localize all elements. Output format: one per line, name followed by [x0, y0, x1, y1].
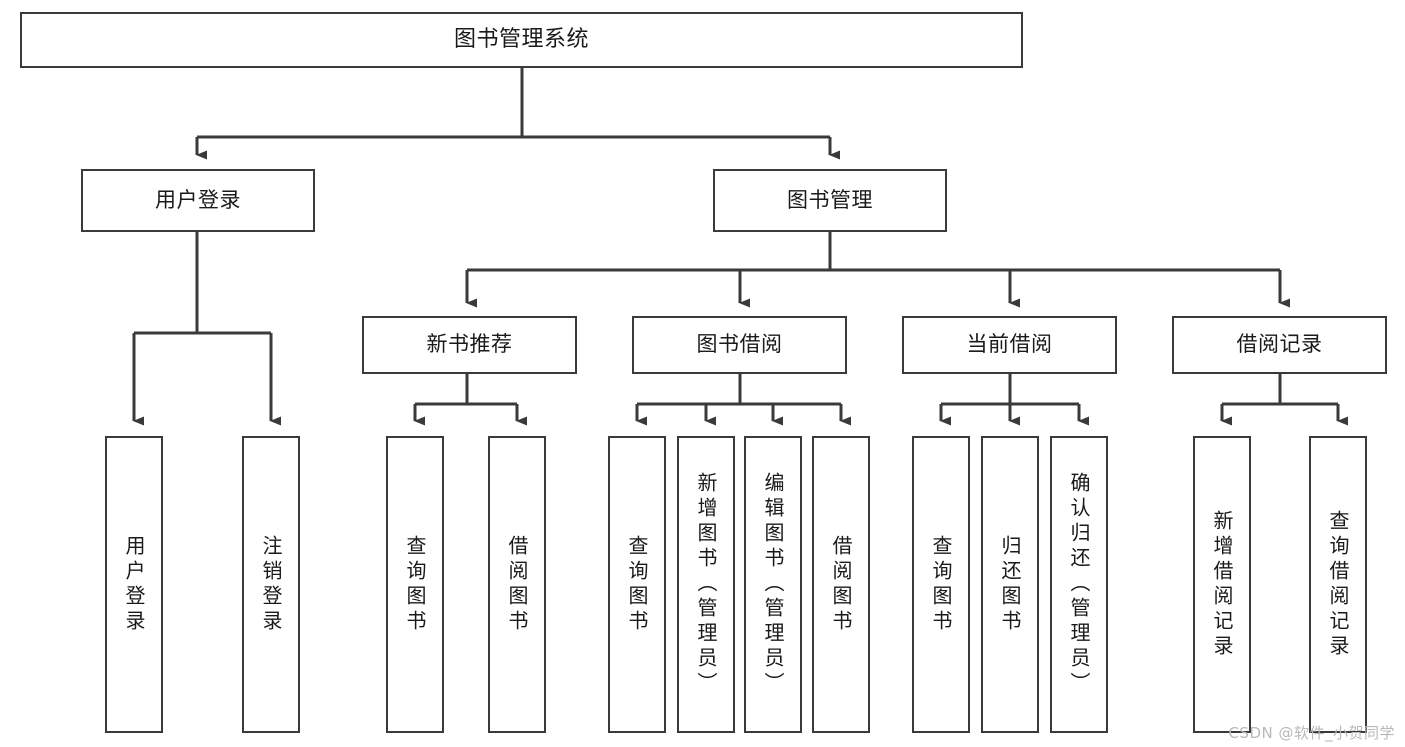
leaf-book-borrow-4[interactable]: 借阅图书 — [812, 436, 870, 733]
leaf-current-borrow-2[interactable]: 归还图书 — [981, 436, 1039, 733]
leaf-user-login-1-label: 用户登录 — [122, 534, 146, 635]
leaf-book-borrow-1-label: 查询图书 — [625, 534, 649, 635]
node-current-borrow[interactable]: 当前借阅 — [902, 316, 1117, 374]
leaf-book-borrow-2[interactable]: 新增图书（管理员） — [677, 436, 735, 733]
node-root-book-management-system[interactable]: 图书管理系统 — [20, 12, 1023, 68]
node-book-borrow-label: 图书借阅 — [696, 332, 783, 357]
leaf-current-borrow-3-label: 确认归还（管理员） — [1067, 472, 1091, 697]
node-new-book-recommend[interactable]: 新书推荐 — [362, 316, 577, 374]
node-root-label: 图书管理系统 — [453, 26, 589, 52]
leaf-book-borrow-2-label: 新增图书（管理员） — [694, 472, 718, 697]
leaf-book-borrow-1[interactable]: 查询图书 — [608, 436, 666, 733]
leaf-new-book-1-label: 查询图书 — [403, 534, 427, 635]
leaf-current-borrow-1[interactable]: 查询图书 — [912, 436, 970, 733]
leaf-borrow-record-1[interactable]: 新增借阅记录 — [1193, 436, 1251, 733]
node-book-management[interactable]: 图书管理 — [713, 169, 947, 232]
node-book-management-label: 图书管理 — [787, 187, 873, 212]
node-user-login[interactable]: 用户登录 — [81, 169, 315, 232]
leaf-book-borrow-3[interactable]: 编辑图书（管理员） — [744, 436, 802, 733]
leaf-book-borrow-4-label: 借阅图书 — [829, 534, 853, 635]
leaf-current-borrow-3[interactable]: 确认归还（管理员） — [1050, 436, 1108, 733]
leaf-borrow-record-2[interactable]: 查询借阅记录 — [1309, 436, 1367, 733]
node-book-borrow[interactable]: 图书借阅 — [632, 316, 847, 374]
leaf-new-book-1[interactable]: 查询图书 — [386, 436, 444, 733]
leaf-borrow-record-2-label: 查询借阅记录 — [1326, 509, 1350, 660]
leaf-user-login-1[interactable]: 用户登录 — [105, 436, 163, 733]
node-borrow-record[interactable]: 借阅记录 — [1172, 316, 1387, 374]
leaf-current-borrow-1-label: 查询图书 — [929, 534, 953, 635]
leaf-user-login-2-label: 注销登录 — [259, 534, 283, 635]
node-current-borrow-label: 当前借阅 — [966, 332, 1053, 357]
leaf-book-borrow-3-label: 编辑图书（管理员） — [761, 472, 785, 697]
leaf-new-book-2-label: 借阅图书 — [505, 534, 529, 635]
leaf-user-login-2[interactable]: 注销登录 — [242, 436, 300, 733]
node-new-book-recommend-label: 新书推荐 — [426, 332, 513, 357]
node-user-login-label: 用户登录 — [155, 187, 241, 212]
leaf-new-book-2[interactable]: 借阅图书 — [488, 436, 546, 733]
leaf-borrow-record-1-label: 新增借阅记录 — [1210, 509, 1234, 660]
leaf-current-borrow-2-label: 归还图书 — [998, 534, 1022, 635]
node-borrow-record-label: 借阅记录 — [1236, 332, 1323, 357]
